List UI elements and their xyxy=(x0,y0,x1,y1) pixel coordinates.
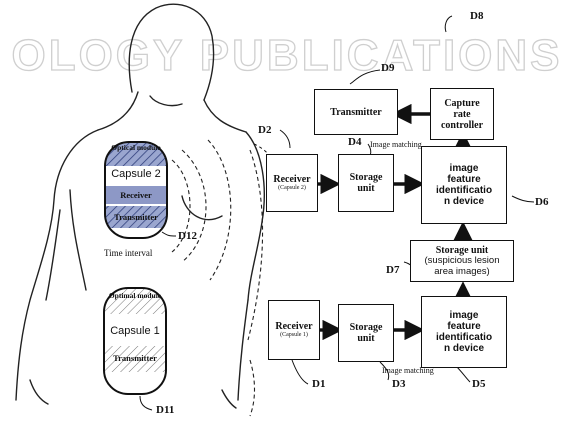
time-interval-label: Time interval xyxy=(104,248,153,258)
d7-storage-unit-box: Storage unit (suspicious lesion area ima… xyxy=(410,240,514,282)
d9-transmitter-box: Transmitter xyxy=(314,89,398,135)
d8-capture-line-2: rate xyxy=(453,108,471,120)
d5-line-3: identificatio xyxy=(435,332,493,343)
label-d7: D7 xyxy=(386,264,400,276)
d6-image-feature-box: image feature identificatio n device xyxy=(421,146,507,224)
d5-image-feature-box: image feature identificatio n device xyxy=(421,296,507,368)
label-d5: D5 xyxy=(472,378,486,390)
capsule-2-receiver: Receiver xyxy=(120,190,152,200)
d8-capture-rate-controller-box: Capture rate controller xyxy=(430,88,494,140)
capsule-1-transmitter: Transmitter xyxy=(113,353,157,363)
capsule-2-optical-module: Optical module xyxy=(111,143,161,152)
capsule-2-name: Capsule 2 xyxy=(111,168,161,180)
label-d2: D2 xyxy=(258,124,272,136)
d6-line-2: feature xyxy=(447,174,481,185)
d3-storage-unit-box: Storage unit xyxy=(338,304,394,362)
d4-storage-line-2: unit xyxy=(357,183,375,194)
d7-storage-sub-2: area images) xyxy=(434,265,490,277)
d7-storage-label: Storage unit xyxy=(435,245,489,257)
capsule-1-name: Capsule 1 xyxy=(110,325,160,337)
d6-line-1: image xyxy=(449,163,479,174)
d3-storage-line-2: unit xyxy=(357,333,375,344)
image-matching-bottom: Image matching xyxy=(382,366,434,375)
d6-line-4: n device xyxy=(443,196,485,207)
d5-line-2: feature xyxy=(447,321,481,332)
capsule-1-optical-module: Optimal module xyxy=(108,291,162,300)
image-matching-top: Image matching xyxy=(370,140,422,149)
label-d11: D11 xyxy=(156,404,175,416)
label-d8: D8 xyxy=(470,10,484,22)
d1-receiver-sub: (Capsule 1) xyxy=(280,332,308,339)
d1-receiver-box: Receiver (Capsule 1) xyxy=(268,300,320,360)
d5-line-1: image xyxy=(449,310,479,321)
label-d12: D12 xyxy=(178,230,197,242)
d7-storage-sub-1: (suspicious lesion xyxy=(424,255,500,267)
d3-storage-line-1: Storage xyxy=(349,322,383,333)
d2-receiver-label: Receiver xyxy=(273,174,311,186)
capsule-2-transmitter: Transmitter xyxy=(114,212,158,222)
label-d9: D9 xyxy=(381,62,395,74)
label-d6: D6 xyxy=(535,196,549,208)
label-d4: D4 xyxy=(348,136,362,148)
label-d1: D1 xyxy=(312,378,326,390)
d9-transmitter-label: Transmitter xyxy=(330,106,382,118)
d2-receiver-sub: (Capsule 2) xyxy=(278,185,306,192)
d4-storage-line-1: Storage xyxy=(349,172,383,183)
d6-line-3: identificatio xyxy=(435,185,493,196)
d5-line-4: n device xyxy=(443,343,485,354)
d4-storage-unit-box: Storage unit xyxy=(338,154,394,212)
d2-receiver-box: Receiver (Capsule 2) xyxy=(266,154,318,212)
head-outline xyxy=(128,3,215,101)
d1-receiver-label: Receiver xyxy=(275,321,313,333)
d8-capture-line-1: Capture xyxy=(444,97,480,109)
d8-capture-line-3: controller xyxy=(440,119,484,131)
label-d3: D3 xyxy=(392,378,406,390)
